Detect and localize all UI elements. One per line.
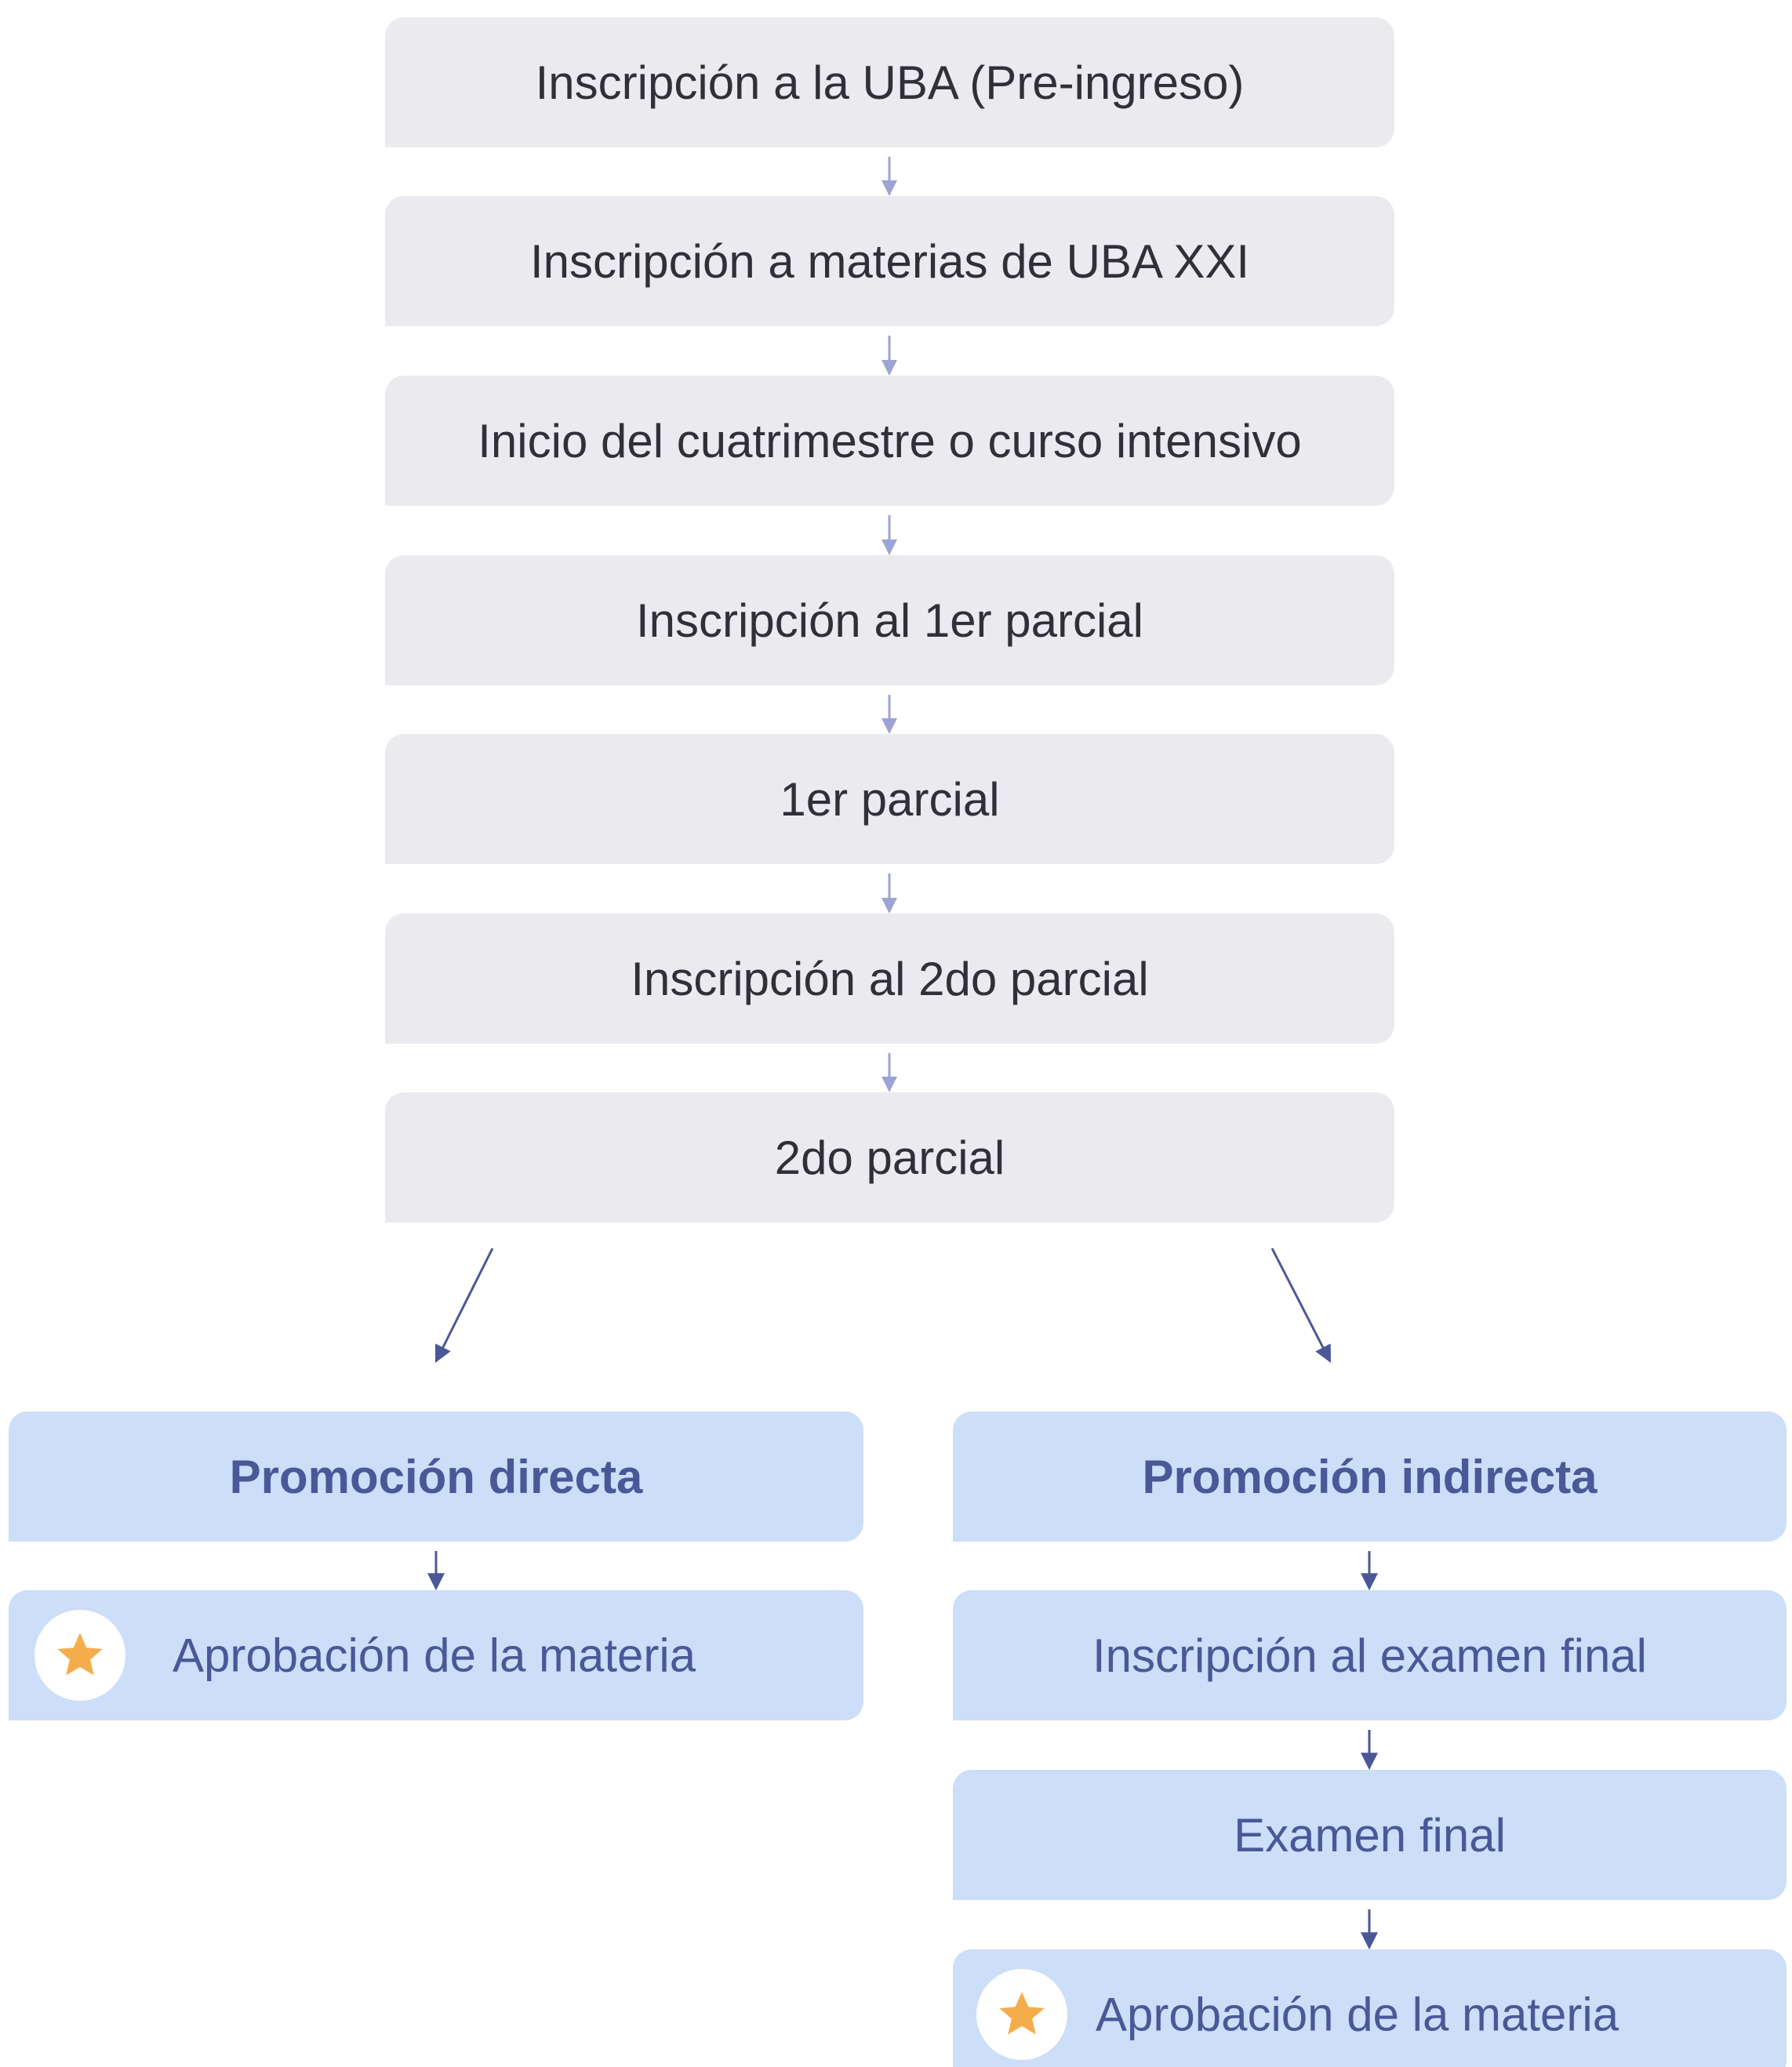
step-label: Aprobación de la materia [1096, 1988, 1619, 2041]
step-pre-ingreso: Inscripción a la UBA (Pre-ingreso) [385, 17, 1394, 147]
star-icon [35, 1610, 125, 1701]
step-inscripcion-examen-final: Inscripción al examen final [953, 1590, 1787, 1720]
branch-title: Promoción directa [229, 1450, 643, 1503]
branch-promocion-directa: Promoción directa [9, 1411, 863, 1542]
step-inscripcion-1er-parcial: Inscripción al 1er parcial [385, 555, 1394, 685]
step-aprobacion-indirecta: Aprobación de la materia [953, 1949, 1787, 2067]
step-label: Inscripción a materias de UBA XXI [529, 234, 1250, 288]
step-1er-parcial: 1er parcial [385, 734, 1394, 864]
step-inscripcion-2do-parcial: Inscripción al 2do parcial [385, 914, 1394, 1044]
branch-title: Promoción indirecta [1142, 1450, 1598, 1503]
step-inscripcion-materias: Inscripción a materias de UBA XXI [385, 196, 1394, 326]
step-aprobacion-directa: Aprobación de la materia [9, 1590, 863, 1720]
step-label: 2do parcial [774, 1131, 1005, 1184]
arrow-branch-right [1270, 1248, 1332, 1363]
step-inicio-cuatrimestre: Inicio del cuatrimestre o curso intensiv… [385, 376, 1394, 506]
step-label: Inscripción al 2do parcial [631, 952, 1149, 1005]
step-label: Inscripción a la UBA (Pre-ingreso) [535, 56, 1245, 109]
step-label: Aprobación de la materia [173, 1629, 696, 1682]
step-label: Inscripción al 1er parcial [636, 594, 1143, 647]
arrow-branch-left [434, 1248, 494, 1363]
step-label: 1er parcial [780, 772, 1000, 826]
branch-promocion-indirecta: Promoción indirecta [953, 1411, 1787, 1542]
step-examen-final: Examen final [953, 1770, 1787, 1900]
step-2do-parcial: 2do parcial [385, 1092, 1394, 1222]
step-label: Examen final [1234, 1808, 1506, 1862]
star-icon [976, 1969, 1067, 2060]
step-label: Inicio del cuatrimestre o curso intensiv… [478, 414, 1302, 467]
step-label: Inscripción al examen final [1092, 1629, 1648, 1682]
